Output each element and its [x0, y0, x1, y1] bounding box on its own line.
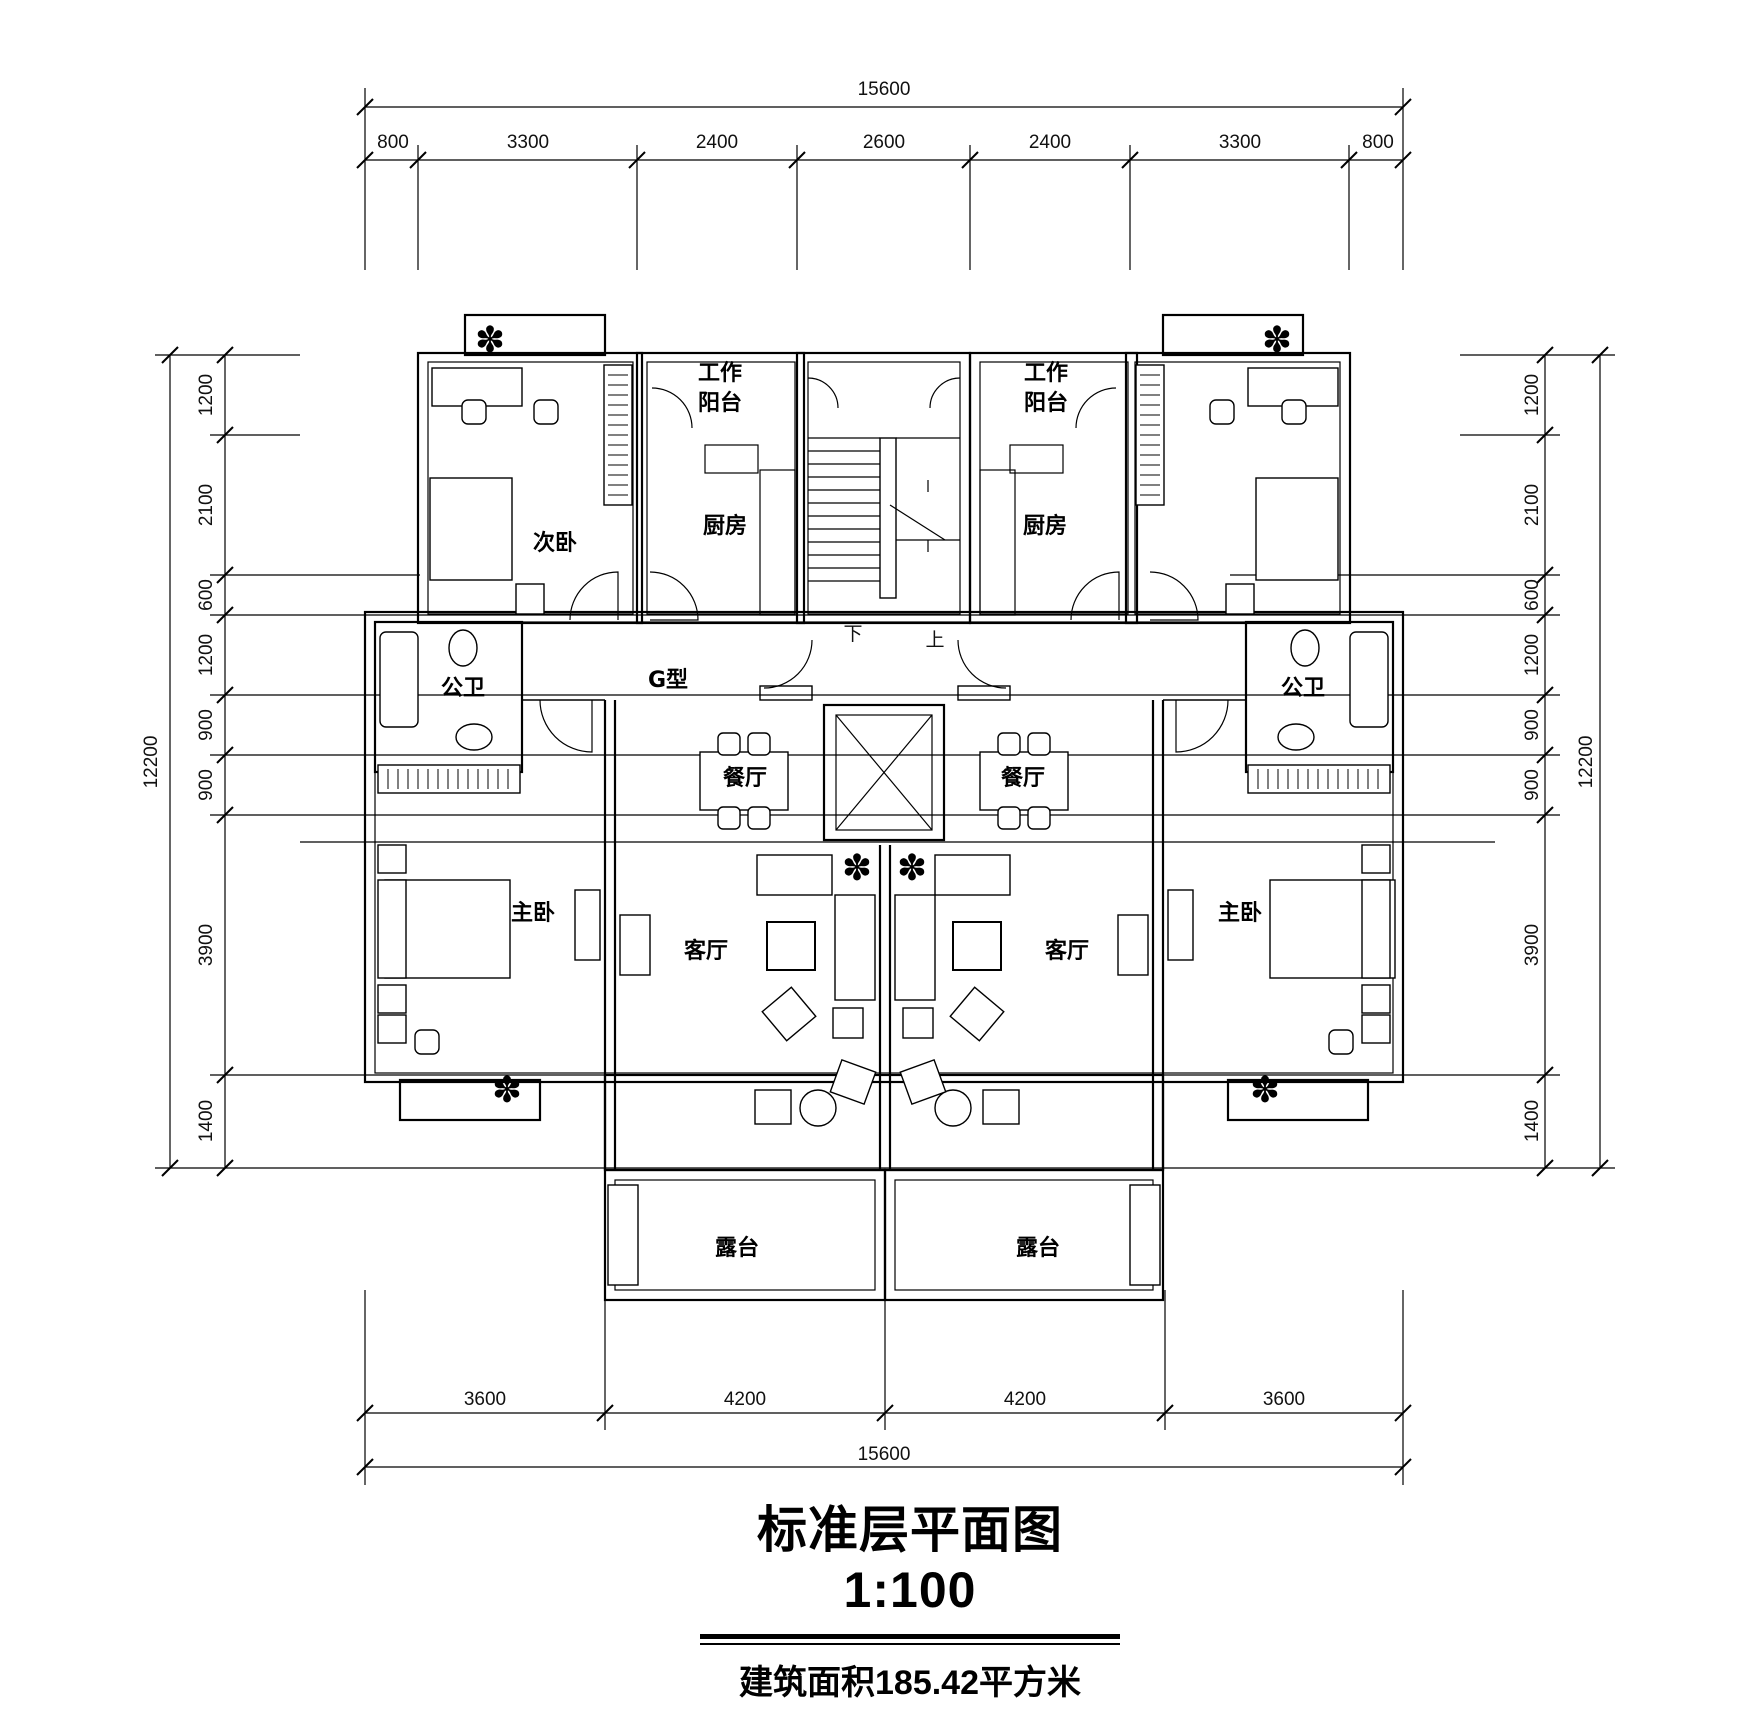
dining-table [699, 751, 789, 811]
top-dim-1: 800 [377, 132, 409, 153]
right-dim-4: 1200 [1522, 634, 1543, 676]
title-block: 标准层平面图 1:100 建筑面积185.42平方米 [700, 1500, 1120, 1704]
label-terrace-left: 露台 [715, 1235, 759, 1261]
top-dim-7: 800 [1362, 132, 1394, 153]
right-dim-1: 1200 [1522, 374, 1543, 416]
plan-title: 标准层平面图 1:100 [757, 1502, 1063, 1618]
left-dim-3: 600 [196, 579, 217, 611]
label-stair-down: 下 [843, 624, 862, 645]
label-work-balcony-left-1: 工作 [698, 361, 742, 386]
room-labels: 工作 阳台 工作 阳台 次卧 厨房 厨房 下 上 G型 公卫 公卫 餐厅 餐厅 … [441, 361, 1325, 1261]
bathtub [1349, 631, 1389, 728]
furniture [377, 367, 1396, 1286]
bottom-dim-1: 3600 [464, 1389, 506, 1410]
label-type: G型 [648, 668, 688, 693]
left-dim-8: 1400 [196, 1100, 217, 1142]
left-total-dim: 12200 [141, 736, 162, 789]
label-living-right: 客厅 [1045, 938, 1089, 964]
label-dining-right: 餐厅 [1001, 766, 1045, 791]
plant-icon: ✽ [492, 1070, 522, 1111]
bottom-dim-3: 4200 [1004, 1389, 1046, 1410]
label-second-bedroom: 次卧 [533, 530, 577, 556]
building-area: 建筑面积185.42平方米 [739, 1664, 1081, 1702]
label-work-balcony-right-1: 工作 [1024, 361, 1068, 386]
label-kitchen-left: 厨房 [703, 513, 747, 539]
top-dim-2: 3300 [507, 132, 549, 153]
top-dim-3: 2400 [696, 132, 738, 153]
top-dim-6: 3300 [1219, 132, 1261, 153]
left-dim-6: 900 [196, 769, 217, 801]
left-dim-7: 3900 [196, 924, 217, 966]
right-total-dim: 12200 [1576, 736, 1597, 789]
left-dim-5: 900 [196, 709, 217, 741]
dimension-lines [155, 88, 1615, 1485]
bottom-total-dim: 15600 [858, 1444, 911, 1465]
right-dim-8: 1400 [1522, 1100, 1543, 1142]
title-underline-thin [700, 1643, 1120, 1645]
label-bath-left: 公卫 [441, 676, 485, 701]
left-dim-1: 1200 [196, 374, 217, 416]
label-master-left: 主卧 [511, 901, 555, 926]
plant-icon: ✽ [842, 848, 872, 889]
dining-table [979, 751, 1069, 811]
label-dining-left: 餐厅 [723, 766, 767, 791]
label-master-right: 主卧 [1218, 901, 1262, 926]
label-work-balcony-right-2: 阳台 [1024, 390, 1068, 416]
right-dim-5: 900 [1522, 709, 1543, 741]
plant-icon: ✽ [1250, 1070, 1280, 1111]
dimension-text: 15600 800 3300 2400 2600 2400 3300 800 3… [141, 79, 1597, 1465]
bottom-dim-4: 3600 [1263, 1389, 1305, 1410]
plant-icon: ✽ [475, 320, 505, 361]
right-dim-3: 600 [1522, 579, 1543, 611]
left-dim-2: 2100 [196, 484, 217, 526]
right-dim-2: 2100 [1522, 484, 1543, 526]
bed [1255, 477, 1339, 581]
right-dim-7: 3900 [1522, 924, 1543, 966]
bed [429, 477, 513, 581]
label-bath-right: 公卫 [1281, 676, 1325, 701]
plant-icon: ✽ [1262, 320, 1292, 361]
bathtub [379, 631, 419, 728]
door-swings [539, 377, 1229, 753]
right-dim-6: 900 [1522, 769, 1543, 801]
walls [363, 313, 1405, 1302]
plant-icons: ✽ ✽ ✽ ✽ ✽ ✽ [475, 320, 1292, 1111]
label-terrace-right: 露台 [1016, 1235, 1060, 1261]
label-living-left: 客厅 [684, 938, 728, 964]
title-underline [700, 1634, 1120, 1639]
left-dim-4: 1200 [196, 634, 217, 676]
label-kitchen-right: 厨房 [1023, 513, 1067, 539]
label-work-balcony-left-2: 阳台 [698, 390, 742, 416]
wardrobes [377, 364, 1391, 794]
top-dim-5: 2400 [1029, 132, 1071, 153]
top-total-dim: 15600 [858, 79, 911, 100]
wardrobe-hatch [387, 374, 1379, 789]
bottom-dim-2: 4200 [724, 1389, 766, 1410]
label-stair-up: 上 [925, 629, 944, 651]
stair-treads [808, 437, 960, 582]
top-dim-4: 2600 [863, 132, 905, 153]
plant-icon: ✽ [897, 848, 927, 889]
